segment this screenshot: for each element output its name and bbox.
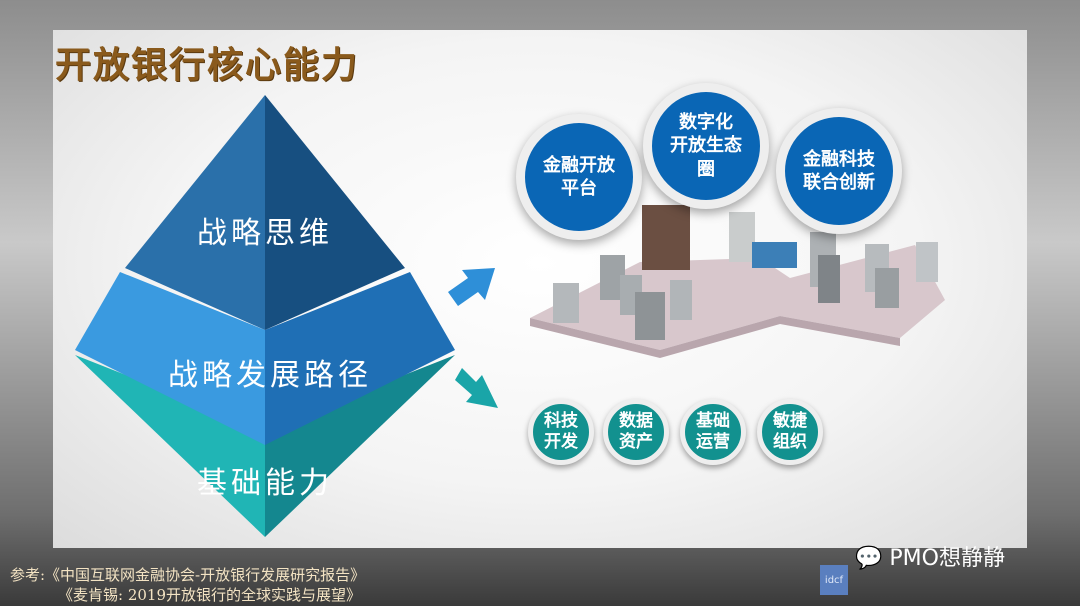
- pyramid-bottom-label: 基础能力: [197, 466, 333, 501]
- watermark-text: PMO想静静: [889, 546, 1005, 571]
- pyramid-middle-right: [265, 272, 455, 445]
- circle-tech-development: 科技 开发: [528, 399, 594, 465]
- arrow-right-icon: [455, 368, 498, 408]
- idcf-logo: idcf: [820, 565, 848, 595]
- city-buildings: [553, 205, 938, 340]
- wechat-icon: 💬: [855, 546, 883, 571]
- circle-basic-operations: 基础 运营: [680, 399, 746, 465]
- pyramid-top-label: 战略思维: [197, 216, 333, 251]
- city-platform: [530, 245, 945, 350]
- pyramid-bottom-left: [75, 355, 265, 537]
- circle-fintech-innovation: 金融科技 联合创新: [776, 108, 902, 234]
- pyramid-top-left: [125, 95, 265, 330]
- pyramid-middle-left: [75, 272, 265, 445]
- circle-agile-organization: 敏捷 组织: [757, 399, 823, 465]
- slide-title: 开放银行核心能力: [55, 44, 360, 86]
- arrow-right-icon: [448, 268, 495, 306]
- circle-financial-open-platform: 金融开放 平台: [516, 114, 642, 240]
- circle-data-assets: 数据 资产: [603, 399, 669, 465]
- circle-digital-ecosystem: 数字化 开放生态 圈: [643, 83, 769, 209]
- pyramid-bottom-right: [265, 355, 455, 537]
- reference-2: 《麦肯锡: 2019开放银行的全球实践与展望》: [58, 586, 361, 604]
- reference-1: 参考:《中国互联网金融协会-开放银行发展研究报告》: [10, 566, 366, 584]
- pyramid-top-right: [265, 95, 405, 330]
- pyramid-middle-label: 战略发展路径: [168, 358, 372, 393]
- watermark: 💬 PMO想静静: [855, 540, 1005, 572]
